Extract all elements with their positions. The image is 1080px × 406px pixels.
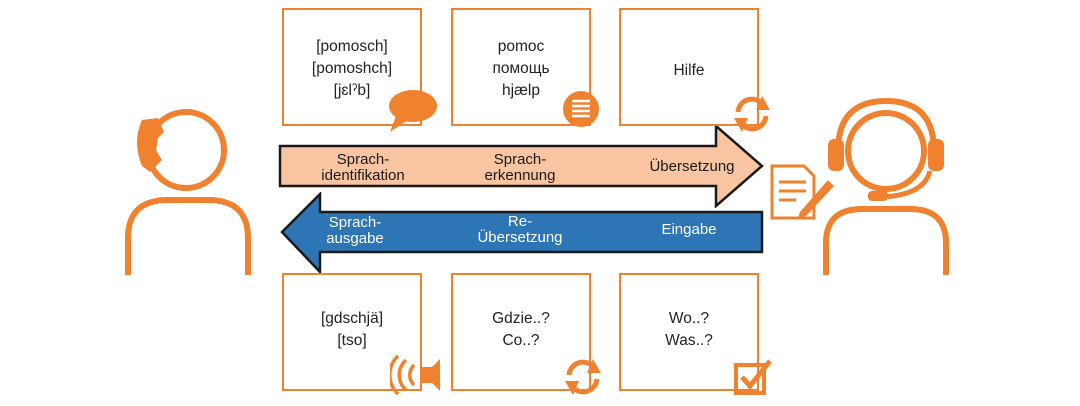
caller-person-icon (125, 109, 251, 275)
box-text: [pomosch] [pomoshch] [jɛlˀb] (311, 38, 393, 99)
checkbox-icon (734, 359, 772, 395)
agent-headset-icon (823, 97, 949, 275)
label-sprachidentifikation: Sprach-identifikation (321, 151, 405, 184)
box-text: [gdschjä] [tso] (320, 310, 384, 349)
document-pen-icon (770, 164, 834, 220)
label-reuebersetzung: Re-Übersetzung (477, 213, 563, 246)
backward-arrow (280, 192, 764, 274)
label-uebersetzung: Übersetzung (649, 158, 735, 175)
box-text: Wo..? Was..? (665, 310, 713, 349)
label-eingabe: Eingabe (661, 221, 717, 238)
label-sprachausgabe: Sprach-ausgabe (326, 214, 384, 247)
forward-arrow (278, 124, 764, 208)
box-text: Gdzie..? Co..? (492, 310, 550, 349)
box-translation: Hilfe (619, 8, 759, 126)
forward-arrow-shape (278, 124, 764, 208)
box-text: Hilfe (673, 62, 705, 79)
list-document-icon (563, 91, 599, 127)
label-spracherkennung: Sprach-erkennung (484, 151, 556, 184)
speaker-icon (390, 355, 440, 395)
speech-bubble-icon (389, 90, 437, 132)
refresh-icon (734, 96, 770, 132)
backward-arrow-shape (280, 192, 764, 274)
refresh-icon (565, 359, 601, 395)
box-text: pomoc помощь hjælp (492, 38, 550, 99)
